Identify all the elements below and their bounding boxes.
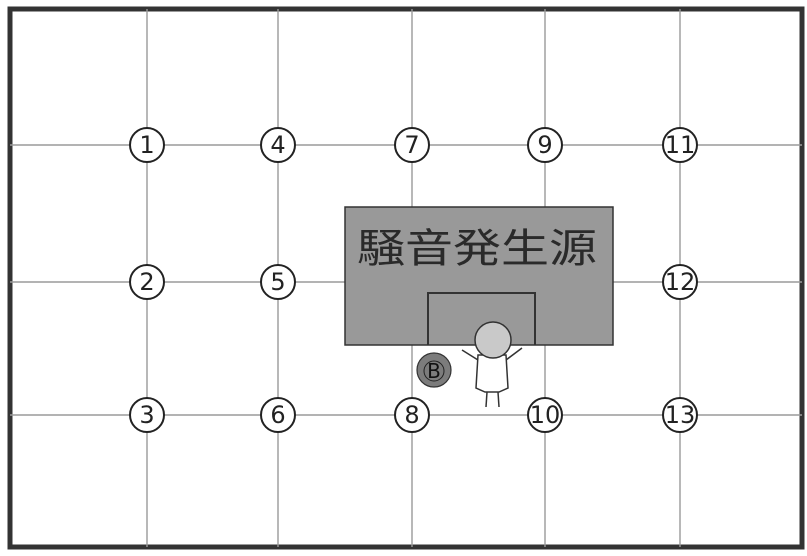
measurement-point-5: 5 bbox=[260, 264, 296, 300]
measurement-point-circle bbox=[129, 397, 165, 433]
measurement-point-label: 10 bbox=[530, 401, 561, 429]
measurement-point-4: 4 bbox=[260, 127, 296, 163]
measurement-point-label: 7 bbox=[404, 131, 419, 159]
worker-head bbox=[474, 321, 512, 359]
worker-body bbox=[475, 354, 509, 393]
measurement-point-circle bbox=[662, 127, 698, 163]
measurement-point-circle bbox=[394, 127, 430, 163]
measurement-point-1: 1 bbox=[129, 127, 165, 163]
measurement-point-7: 7 bbox=[394, 127, 430, 163]
machine-opening bbox=[427, 292, 536, 345]
measurement-point-circle bbox=[527, 127, 563, 163]
marker-b-inner-circle bbox=[423, 360, 445, 382]
measurement-point-circle bbox=[129, 127, 165, 163]
measurement-point-13: 13 bbox=[662, 397, 698, 433]
measurement-point-label: 6 bbox=[270, 401, 285, 429]
measurement-point-circle bbox=[260, 264, 296, 300]
measurement-point-circle bbox=[260, 127, 296, 163]
measurement-point-3: 3 bbox=[129, 397, 165, 433]
measurement-point-circle bbox=[260, 397, 296, 433]
measurement-points: 1 4 7 9 11 2 5 12 3 6 8 10 13 bbox=[129, 127, 698, 433]
measurement-point-label: 2 bbox=[139, 268, 154, 296]
measurement-point-circle bbox=[662, 397, 698, 433]
measurement-point-label: 1 bbox=[139, 131, 154, 159]
measurement-point-label: 3 bbox=[139, 401, 154, 429]
measurement-point-circle bbox=[662, 264, 698, 300]
measurement-point-9: 9 bbox=[527, 127, 563, 163]
measurement-point-label: 12 bbox=[665, 268, 696, 296]
worker-right-leg bbox=[497, 391, 500, 408]
measurement-point-10: 10 bbox=[527, 397, 563, 433]
measurement-point-8: 8 bbox=[394, 397, 430, 433]
worker-figure bbox=[461, 321, 523, 408]
measurement-point-11: 11 bbox=[662, 127, 698, 163]
measurement-point-label: 4 bbox=[270, 131, 285, 159]
measurement-point-label: 11 bbox=[665, 131, 696, 159]
measurement-point-6: 6 bbox=[260, 397, 296, 433]
worker-left-leg bbox=[485, 391, 488, 408]
marker-b-circle bbox=[416, 352, 452, 388]
measurement-point-label: 9 bbox=[537, 131, 552, 159]
marker-b: B bbox=[416, 352, 452, 388]
noise-source-box bbox=[344, 206, 614, 346]
marker-b-label: B bbox=[427, 359, 441, 383]
measurement-point-2: 2 bbox=[129, 264, 165, 300]
measurement-point-label: 13 bbox=[665, 401, 696, 429]
measurement-point-label: 8 bbox=[404, 401, 419, 429]
measurement-point-circle bbox=[394, 397, 430, 433]
measurement-point-label: 5 bbox=[270, 268, 285, 296]
worker-left-arm bbox=[461, 349, 479, 361]
measurement-point-circle bbox=[129, 264, 165, 300]
noise-source: 騒音発生源 bbox=[344, 206, 614, 346]
noise-source-label: 騒音発生源 bbox=[357, 226, 597, 272]
measurement-point-12: 12 bbox=[662, 264, 698, 300]
worker-right-arm bbox=[505, 347, 523, 361]
measurement-point-circle bbox=[527, 397, 563, 433]
